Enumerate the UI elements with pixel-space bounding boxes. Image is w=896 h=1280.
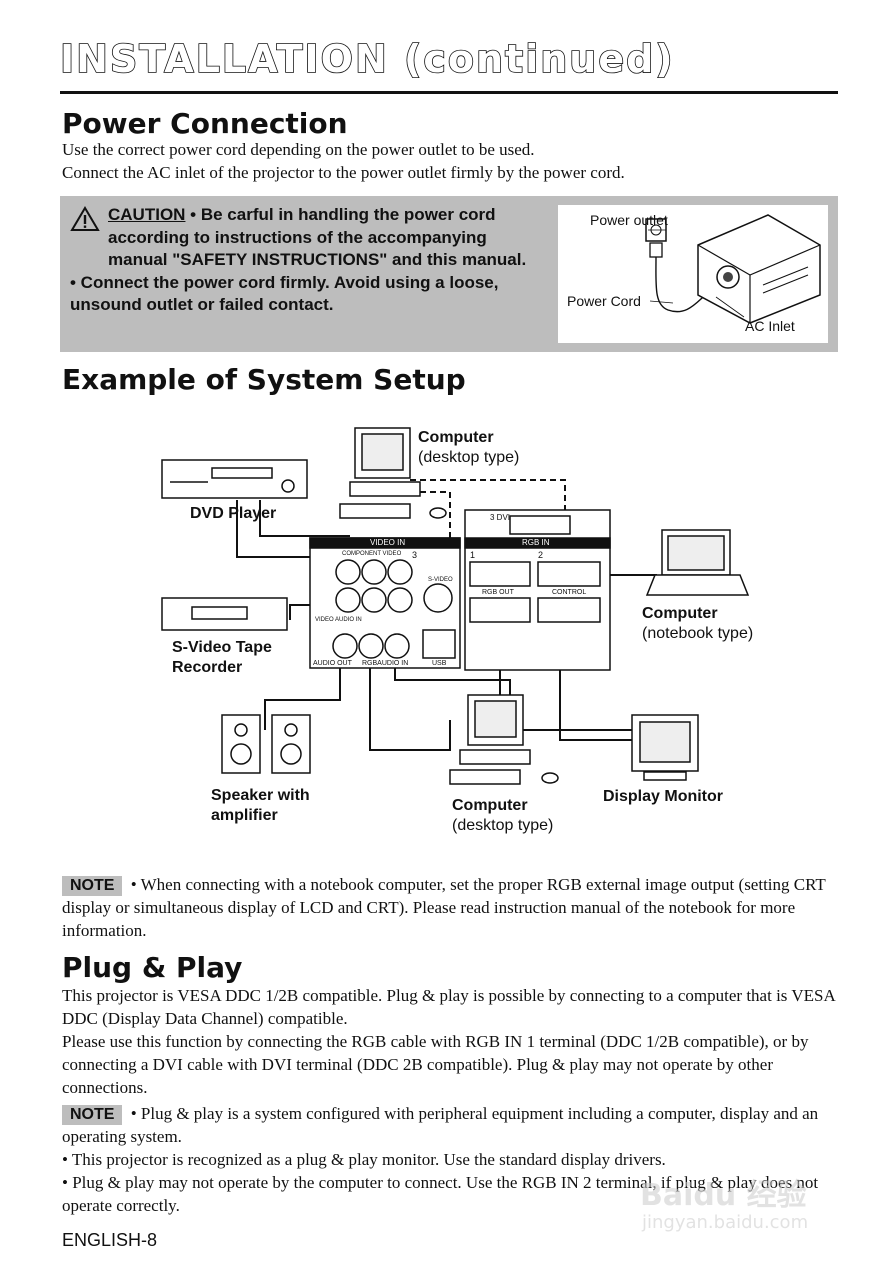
caution-keyword: CAUTION — [108, 205, 186, 224]
panel-num-3: 3 — [412, 550, 418, 560]
plug-note-2: • This projector is recognized as a plug… — [62, 1150, 666, 1169]
projector-input-panel — [309, 509, 611, 671]
power-cord-illustration: Power outlet Power Cord AC Inlet — [558, 205, 828, 343]
notebook-computer-icon — [645, 529, 750, 596]
desktop-computer-bottom-icon — [449, 694, 559, 785]
panel-video-audio-in: VIDEO AUDIO IN — [315, 617, 362, 623]
power-line-2: Connect the AC inlet of the projector to… — [62, 163, 625, 182]
panel-usb: USB — [432, 660, 447, 667]
power-connection-heading: Power Connection — [62, 107, 348, 140]
panel-svideo: S-VIDEO — [428, 577, 453, 583]
caution-text: CAUTION • Be carful in handling the powe… — [70, 204, 540, 317]
panel-component-video: COMPONENT VIDEO — [342, 551, 402, 557]
warning-triangle-icon — [70, 206, 100, 231]
setup-note-text: • When connecting with a notebook comput… — [62, 875, 826, 940]
panel-control: CONTROL — [552, 589, 587, 596]
page-header-title: INSTALLATION (continued) — [59, 37, 675, 81]
plug-text: This projector is VESA DDC 1/2B compatib… — [62, 984, 842, 1099]
speaker-icon — [221, 714, 311, 774]
watermark-brand: Baidu 经验 — [640, 1178, 807, 1213]
label-computer-desktop-top: Computer(desktop type) — [418, 429, 520, 466]
caution-line-1: • Be carful in handling the power cord a… — [108, 205, 527, 269]
panel-audio-out: AUDIO OUT — [313, 660, 352, 667]
setup-note: NOTE • When connecting with a notebook c… — [62, 873, 832, 942]
display-monitor-icon — [631, 714, 699, 781]
system-setup-diagram: VIDEO IN COMPONENT VIDEO VIDEO AUDIO IN … — [150, 420, 790, 850]
panel-num-1: 1 — [470, 550, 476, 560]
panel-video-in: VIDEO IN — [370, 538, 406, 547]
note-badge: NOTE — [62, 1105, 123, 1125]
caution-box: CAUTION • Be carful in handling the powe… — [60, 196, 838, 352]
label-computer-notebook: Computer(notebook type) — [642, 605, 754, 642]
connection-diagram — [161, 427, 750, 785]
panel-num-2: 2 — [538, 550, 544, 560]
panel-dvi: 3 DVI — [490, 513, 511, 522]
caution-line-2: • Connect the power cord firmly. Avoid u… — [70, 272, 499, 315]
power-cord-label: Power Cord — [567, 293, 641, 309]
ac-inlet-label: AC Inlet — [745, 318, 795, 334]
system-setup-heading: Example of System Setup — [62, 363, 466, 396]
power-text: Use the correct power cord depending on … — [62, 138, 842, 184]
dvd-player-icon — [161, 459, 308, 499]
plug-paragraph-2: Please use this function by connecting t… — [62, 1032, 809, 1097]
plug-paragraph-1: This projector is VESA DDC 1/2B compatib… — [62, 986, 835, 1028]
label-dvd-player: DVD Player — [190, 505, 277, 522]
header-rule — [60, 91, 838, 94]
panel-rgb-out: RGB OUT — [482, 589, 514, 596]
baidu-watermark: Baidu 经验 jingyan.baidu.com — [640, 1170, 850, 1245]
panel-rgb-in: RGB IN — [522, 538, 550, 547]
label-display-monitor: Display Monitor — [603, 788, 724, 805]
desktop-computer-top-icon — [339, 427, 447, 519]
watermark-url: jingyan.baidu.com — [642, 1212, 809, 1233]
plug-note-1: • Plug & play is a system configured wit… — [62, 1104, 819, 1146]
svideo-recorder-icon — [161, 597, 288, 631]
projector-drawing — [645, 214, 821, 324]
power-outlet-label: Power outlet — [590, 212, 668, 228]
panel-rgb-audio-in: RGBAUDIO IN — [362, 660, 409, 667]
plug-note-3: • Plug & play may not operate by the com… — [62, 1173, 819, 1215]
label-computer-desktop-bottom: Computer(desktop type) — [452, 797, 554, 834]
note-badge: NOTE — [62, 876, 123, 896]
page-number: ENGLISH-8 — [62, 1230, 158, 1250]
plug-and-play-heading: Plug & Play — [62, 951, 243, 984]
plug-note: NOTE • Plug & play is a system configure… — [62, 1102, 842, 1217]
power-line-1: Use the correct power cord depending on … — [62, 140, 535, 159]
